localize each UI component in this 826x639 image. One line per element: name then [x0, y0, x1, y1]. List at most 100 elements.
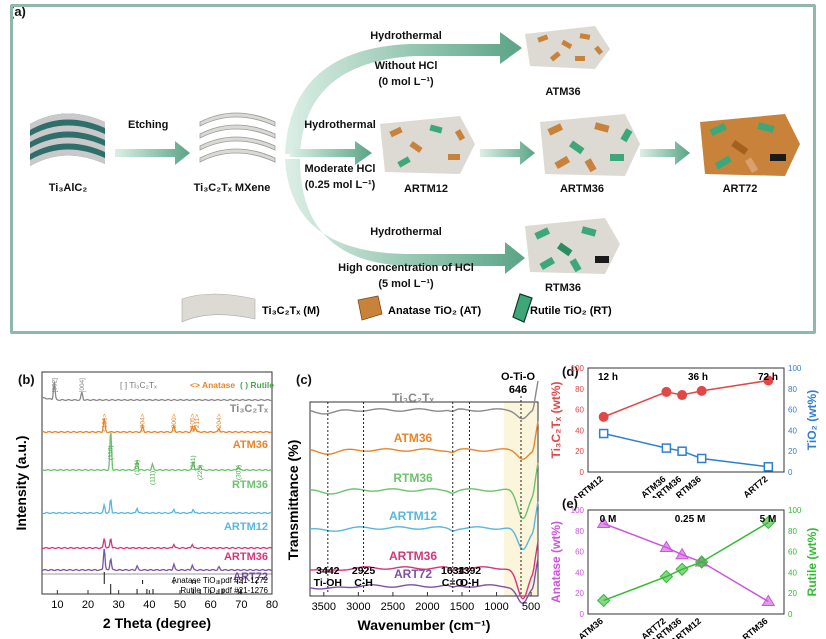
legend-rutile-label: Rutile TiO₂ (RT)	[530, 305, 612, 317]
ht3-label: Hydrothermal	[370, 226, 442, 238]
ytick-label: 40	[575, 568, 584, 577]
ftir-highlight-band	[504, 402, 538, 596]
xrd-series-name: Ti₃C₂Tₓ	[230, 403, 269, 415]
arrow-artm36-art72	[640, 141, 690, 165]
series-marker	[675, 547, 689, 560]
xrd-series-0	[41, 381, 273, 402]
ftir-band-name: Ti-OH	[314, 577, 342, 589]
ftir-xtick-label: 1000	[484, 601, 508, 613]
arrow-to-artm12	[290, 141, 372, 165]
ftir-series-0	[309, 380, 539, 420]
ftir-xtick-label: 2500	[381, 601, 405, 613]
rtm36-composite-icon	[525, 218, 620, 274]
artm36-composite-icon	[540, 114, 640, 176]
ti3alc2-stack-icon	[30, 113, 105, 166]
series-marker	[675, 562, 689, 576]
xrd-xtick-label: 70	[235, 599, 247, 611]
series-marker	[659, 540, 674, 552]
time-label: 36 h	[688, 372, 708, 383]
series-marker	[696, 385, 707, 396]
ftir-series-5	[309, 558, 539, 604]
xrd-series-name: ARTM12	[224, 521, 268, 533]
ftir-series-name: ARTM12	[389, 509, 437, 523]
xrd-xtick-label: 40	[143, 599, 155, 611]
y2tick-label: 80	[788, 385, 797, 394]
y2tick-label: 0	[788, 610, 793, 619]
ht2-cond2: (0.25 mol L⁻¹)	[304, 179, 376, 191]
xrd-series-name: ARTM36	[224, 551, 268, 563]
ytick-label: 0	[580, 468, 585, 477]
ht1-cond2: (0 mol L⁻¹)	[378, 76, 434, 88]
ftir-band-name: C-H	[354, 577, 373, 589]
xrd-ref-anatase: Anatase TiO₂ pdf #21-1272	[171, 576, 268, 585]
ht3-cond2: (5 mol L⁻¹)	[378, 278, 434, 290]
y2tick-label: 100	[788, 506, 802, 515]
legend-rutile-icon	[512, 293, 533, 323]
etching-label: Etching	[128, 119, 169, 131]
ytick-label: 40	[575, 426, 584, 435]
art72-composite-icon	[700, 114, 800, 176]
panel-a-schematic	[30, 26, 800, 323]
y2tick-label: 40	[788, 426, 797, 435]
mxene-layers-icon	[199, 112, 276, 163]
series-marker	[598, 411, 609, 422]
ftir-xtick-label: 1500	[450, 601, 474, 613]
series-marker	[659, 569, 674, 584]
series-line	[603, 379, 769, 418]
panel-b-label: (b)	[18, 372, 35, 387]
arrow-to-atm36	[285, 32, 522, 154]
xrd-peak-r: (101)	[134, 460, 141, 475]
name-rtm36: RTM36	[544, 282, 582, 294]
series-marker	[596, 516, 611, 529]
name-artm36: ARTM36	[559, 183, 605, 195]
category-label: ATM36	[576, 616, 605, 639]
series-marker	[696, 453, 707, 464]
legend-anatase-icon	[357, 295, 383, 321]
panel-c-label: (c)	[296, 372, 312, 387]
ftir-ylabel: Transmittance (%)	[288, 440, 301, 561]
series-marker	[661, 386, 672, 397]
xrd-ref-rutile: Rutile TiO₂ pdf #21-1276	[180, 586, 268, 595]
xrd-peak-r: (211)	[190, 455, 197, 470]
ftir-series-name: Ti₃C₂Tₓ	[392, 391, 434, 405]
xrd-legend-a: <> Anatase	[190, 380, 235, 390]
artm12-composite-icon	[380, 116, 475, 174]
arrow-to-rtm36	[285, 159, 525, 274]
xrd-peak-r: (301)	[235, 465, 242, 480]
ftir-xtick-label: 2000	[415, 601, 439, 613]
ytick-label: 60	[575, 406, 584, 415]
ftir-series-4	[309, 541, 539, 600]
xrd-xtick-label: 60	[205, 599, 217, 611]
name-art72: ART72	[722, 183, 758, 195]
xrd-legend-m: [ ] Ti₃C₂Tₓ	[120, 380, 157, 390]
legend-anatase-label: Anatase TiO₂ (AT)	[388, 305, 482, 317]
ftir-xtick-label: 3000	[346, 601, 370, 613]
xrd-peak-a: <101>	[101, 413, 108, 432]
d-frame	[587, 367, 785, 473]
ftir-band-name: C=O	[442, 577, 464, 589]
e-ylabel: Anatase (wt%)	[550, 521, 563, 603]
panel-e-label: (e)	[562, 496, 578, 511]
category-label: RTM36	[741, 616, 770, 639]
e-y2label: Rutile (wt%)	[805, 528, 819, 597]
ftir-series-2	[309, 462, 539, 520]
conc-label: 0.25 M	[675, 514, 706, 525]
ftir-band-value: 2925	[352, 565, 376, 577]
ftir-series-name: RTM36	[393, 471, 433, 485]
legend-mxene-label: Ti₃C₂Tₓ (M)	[262, 305, 320, 317]
ftir-series-name: ARTM36	[389, 549, 437, 563]
xrd-xtick-label: 50	[174, 599, 186, 611]
name-ti3alc2: Ti₃AlC₂	[48, 182, 88, 194]
ftir-band-value: 1392	[458, 565, 482, 577]
etching-arrow	[115, 141, 190, 165]
xrd-xtick-label: 10	[51, 599, 63, 611]
xrd-xtick-label: 30	[113, 599, 125, 611]
y2tick-label: 100	[788, 364, 802, 373]
e-frame	[587, 509, 785, 615]
y2tick-label: 20	[788, 589, 797, 598]
panel-d-label: (d)	[562, 364, 579, 379]
y2tick-label: 20	[788, 447, 797, 456]
series-marker	[763, 462, 774, 472]
ht3-cond1: High concentration of HCl	[338, 262, 474, 274]
